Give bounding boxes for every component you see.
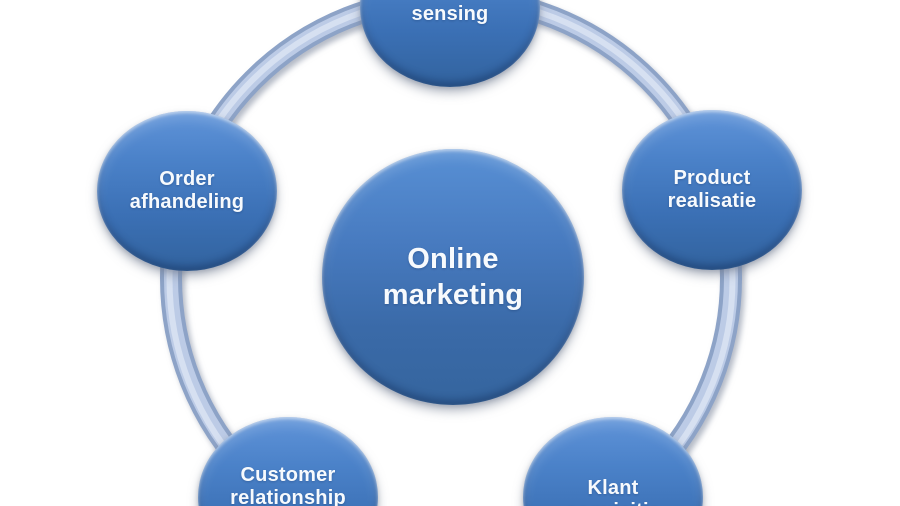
node-order-afhandeling: Order afhandeling bbox=[97, 111, 277, 271]
node-sensing: sensing bbox=[360, 0, 540, 87]
ring-highlight-stroke bbox=[166, 0, 736, 506]
node-order-afhandeling-label: Order afhandeling bbox=[129, 168, 245, 213]
node-klant-acquisitie-label: Klant acquisitie bbox=[566, 477, 660, 506]
node-online-marketing: Online marketing bbox=[322, 149, 584, 405]
node-product-realisatie-label: Product realisatie bbox=[667, 167, 757, 212]
node-online-marketing-label: Online marketing bbox=[382, 243, 524, 311]
node-sensing-label: sensing bbox=[411, 2, 489, 25]
node-customer-relationship-label: Customer relationship bbox=[230, 464, 346, 506]
node-product-realisatie: Product realisatie bbox=[622, 110, 802, 270]
